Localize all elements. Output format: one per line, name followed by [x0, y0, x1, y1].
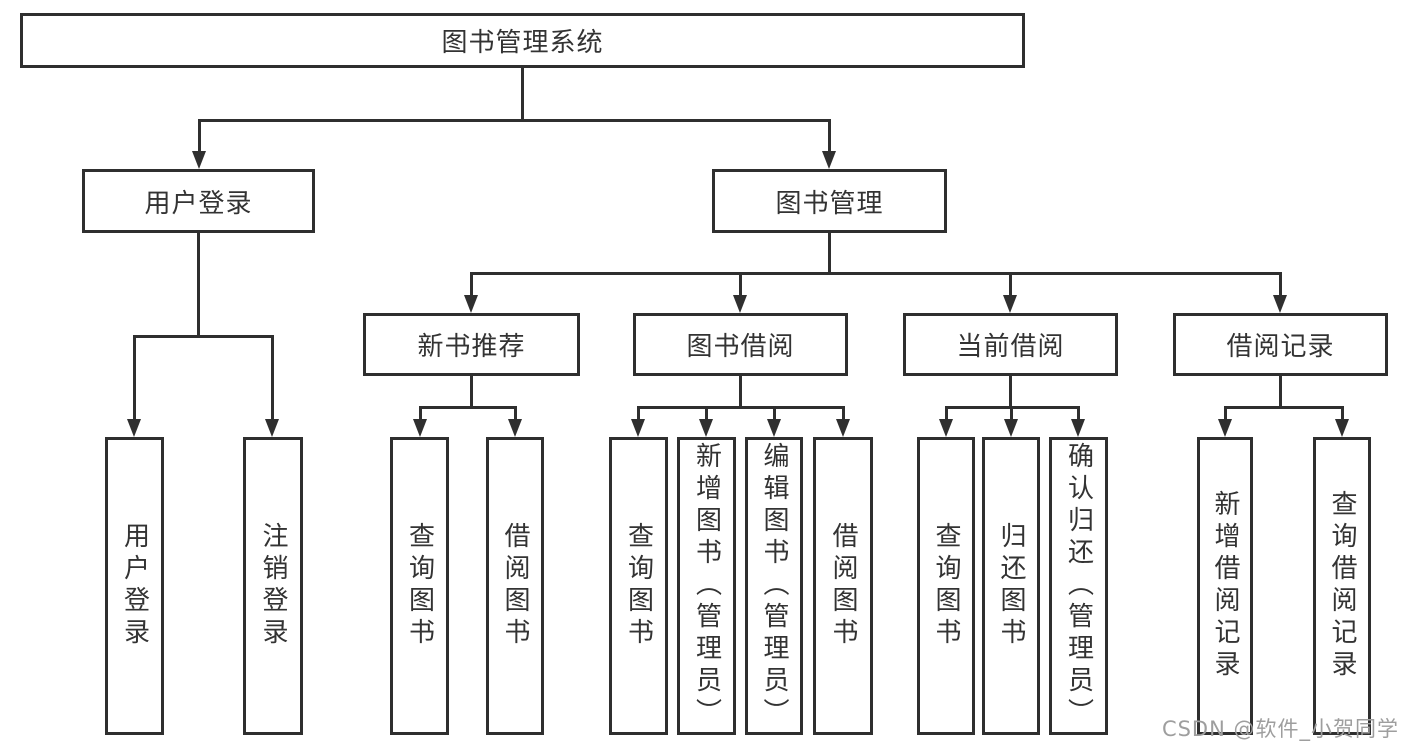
leaf-add-borrow-record: 新增借阅记录 [1197, 437, 1253, 735]
connector-line [828, 233, 831, 272]
csdn-watermark: CSDN @软件_小贺同学 [1161, 717, 1399, 741]
arrowhead-down-icon [508, 419, 522, 437]
connector-line [419, 406, 422, 421]
connector-line [198, 119, 201, 155]
arrowhead-down-icon [733, 295, 747, 313]
leaf-label: 新增借阅记录 [1210, 490, 1240, 682]
connector-line [705, 406, 708, 421]
connector-line [739, 376, 742, 406]
arrowhead-down-icon [822, 151, 836, 169]
node-label: 图书借阅 [686, 332, 795, 362]
arrowhead-down-icon [265, 419, 279, 437]
connector-line [521, 68, 524, 119]
node-label: 图书管理 [775, 188, 884, 219]
connector-line [419, 406, 516, 409]
node-label: 图书管理系统 [441, 28, 604, 58]
leaf-query-books-borrowing: 查询图书 [609, 437, 668, 735]
arrowhead-down-icon [413, 419, 427, 437]
arrowhead-down-icon [1218, 419, 1232, 437]
leaf-label: 确认归还（管理员） [1063, 442, 1094, 730]
connector-line [773, 406, 776, 421]
connector-line [133, 335, 136, 421]
leaf-label: 编辑图书（管理员） [759, 442, 789, 730]
leaf-label: 查询图书 [931, 522, 961, 650]
leaf-return-books: 归还图书 [982, 437, 1040, 735]
leaf-label: 查询借阅记录 [1327, 490, 1357, 682]
leaf-label: 借阅图书 [828, 522, 858, 650]
node-current-borrowing: 当前借阅 [903, 313, 1118, 376]
connector-line [739, 272, 742, 297]
node-borrowing-records: 借阅记录 [1173, 313, 1388, 376]
connector-line [470, 272, 1281, 275]
connector-line [1224, 406, 1343, 409]
connector-line [470, 376, 473, 406]
arrowhead-down-icon [1335, 419, 1349, 437]
connector-line [470, 272, 473, 297]
node-book-management: 图书管理 [712, 169, 947, 233]
leaf-logout: 注销登录 [243, 437, 303, 735]
leaf-label: 查询图书 [623, 522, 654, 650]
connector-line [1009, 376, 1012, 406]
arrowhead-down-icon [699, 419, 713, 437]
connector-line [637, 406, 844, 409]
arrowhead-down-icon [631, 419, 645, 437]
leaf-confirm-return-admin: 确认归还（管理员） [1049, 437, 1108, 735]
connector-line [1341, 406, 1344, 421]
arrowhead-down-icon [1003, 295, 1017, 313]
arrowhead-down-icon [939, 419, 953, 437]
connector-line [1077, 406, 1080, 421]
arrowhead-down-icon [1071, 419, 1085, 437]
node-label: 当前借阅 [956, 332, 1065, 362]
leaf-user-login: 用户登录 [105, 437, 164, 735]
node-library-management-system: 图书管理系统 [20, 13, 1025, 68]
connector-line [1279, 272, 1282, 297]
leaf-label: 借阅图书 [500, 522, 530, 650]
arrowhead-down-icon [767, 419, 781, 437]
arrowhead-down-icon [127, 419, 141, 437]
arrowhead-down-icon [1273, 295, 1287, 313]
arrowhead-down-icon [836, 419, 850, 437]
connector-line [197, 233, 200, 335]
arrowhead-down-icon [192, 151, 206, 169]
leaf-label: 归还图书 [996, 522, 1026, 650]
leaf-label: 新增图书（管理员） [691, 442, 722, 730]
node-label: 用户登录 [144, 188, 253, 219]
node-label: 新书推荐 [417, 332, 526, 362]
leaf-borrow-books-recommend: 借阅图书 [486, 437, 544, 735]
leaf-query-books-current: 查询图书 [917, 437, 975, 735]
arrowhead-down-icon [1004, 419, 1018, 437]
connector-line [133, 335, 274, 338]
leaf-label: 注销登录 [258, 522, 288, 650]
node-new-book-recommendation: 新书推荐 [363, 313, 580, 376]
node-label: 借阅记录 [1226, 332, 1335, 362]
leaf-label: 查询图书 [404, 522, 435, 650]
arrowhead-down-icon [464, 295, 478, 313]
node-user-login: 用户登录 [82, 169, 315, 233]
connector-line [637, 406, 640, 421]
connector-line [842, 406, 845, 421]
leaf-query-books-recommend: 查询图书 [390, 437, 449, 735]
leaf-borrow-books-borrowing: 借阅图书 [813, 437, 873, 735]
connector-line [1010, 406, 1013, 421]
connector-line [1224, 406, 1227, 421]
connector-line [945, 406, 948, 421]
leaf-add-books-admin: 新增图书（管理员） [677, 437, 736, 735]
connector-line [828, 119, 831, 155]
connector-line [514, 406, 517, 421]
leaf-label: 用户登录 [119, 522, 150, 650]
node-book-borrowing: 图书借阅 [633, 313, 848, 376]
connector-line [198, 119, 831, 122]
connector-line [1009, 272, 1012, 297]
connector-line [1279, 376, 1282, 406]
leaf-query-borrow-record: 查询借阅记录 [1313, 437, 1371, 735]
connector-line [271, 335, 274, 421]
leaf-edit-books-admin: 编辑图书（管理员） [745, 437, 803, 735]
